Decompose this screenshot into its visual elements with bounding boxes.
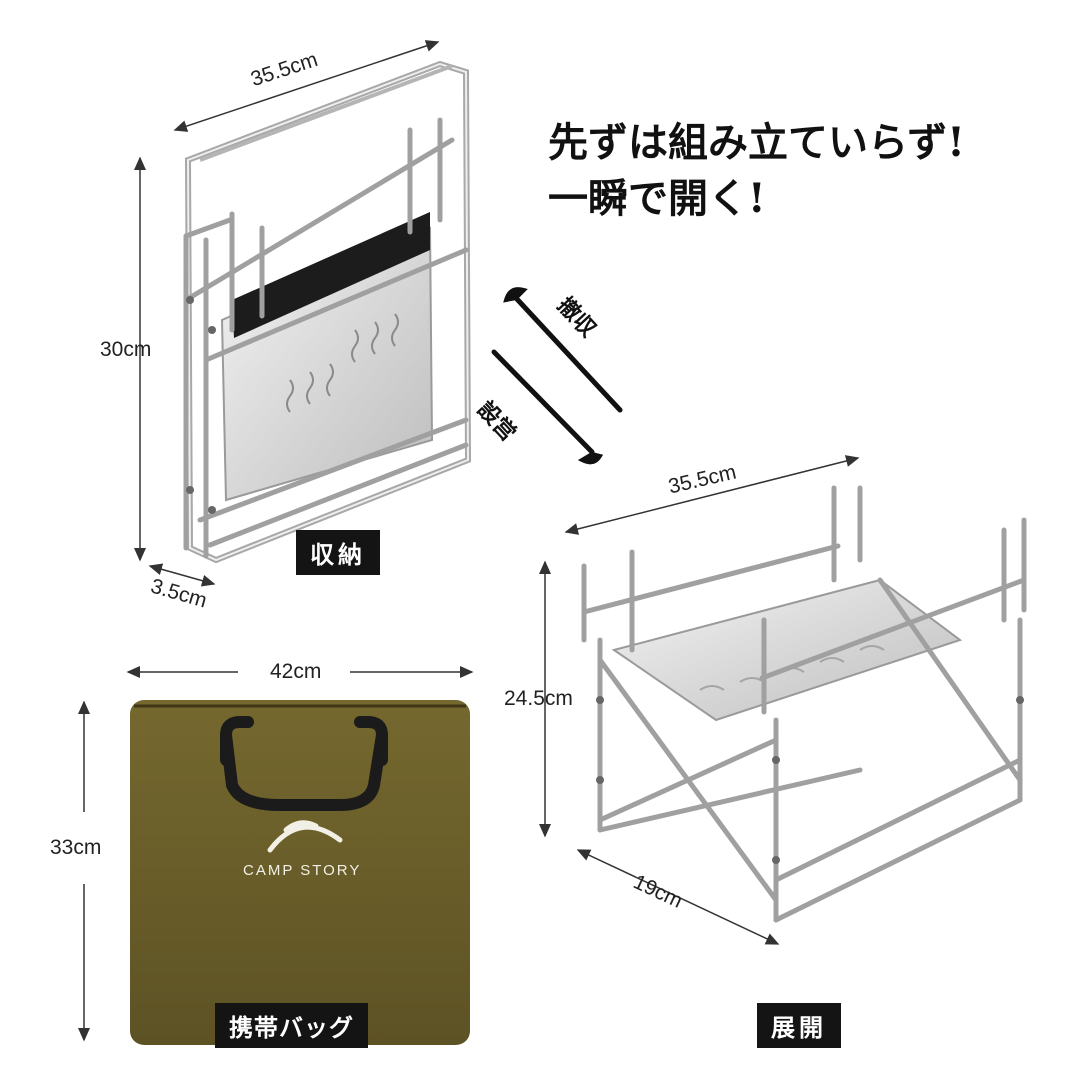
storage-caption: 収納 bbox=[296, 530, 380, 575]
collapse-arrow-icon bbox=[503, 287, 623, 413]
camp-story-logo-icon bbox=[267, 820, 343, 853]
bag-width-label: 42cm bbox=[270, 660, 322, 683]
bag-dimension-lines bbox=[78, 666, 474, 1042]
headline: 先ずは組み立ていらず! 一瞬で開く! bbox=[548, 115, 965, 227]
folded-height-label: 30cm bbox=[100, 338, 152, 361]
bag-brand-text: CAMP STORY bbox=[243, 862, 362, 879]
open-height-label: 24.5cm bbox=[504, 687, 573, 710]
open-grill-illustration bbox=[581, 485, 1027, 923]
headline-line-2: 一瞬で開く! bbox=[548, 175, 766, 222]
carry-bag-illustration bbox=[130, 700, 470, 1045]
headline-line-1: 先ずは組み立ていらず! bbox=[548, 119, 965, 166]
bag-height-label: 33cm bbox=[50, 836, 102, 859]
deploy-caption: 展開 bbox=[757, 1003, 841, 1048]
bag-caption: 携帯バッグ bbox=[215, 1003, 368, 1048]
folded-dimension-lines bbox=[134, 40, 440, 587]
folded-grill-illustration bbox=[183, 60, 472, 564]
open-dimension-lines bbox=[539, 455, 860, 945]
